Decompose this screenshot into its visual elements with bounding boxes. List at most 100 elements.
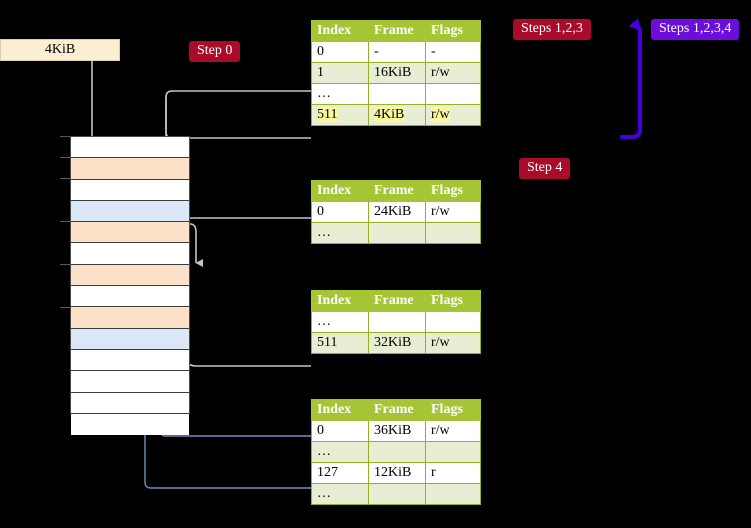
column-header-index: Index	[311, 399, 369, 421]
cell-flags	[425, 483, 481, 505]
cell-flags	[425, 222, 481, 244]
cell-index: 511	[311, 104, 369, 126]
cell-flags: r/w	[425, 201, 481, 223]
badge-step-0: Step 0	[189, 41, 241, 62]
cell-index: 0	[311, 41, 369, 63]
table-row: …	[311, 311, 481, 333]
highlighted-value: 511	[317, 107, 338, 122]
cell-flags: r	[425, 462, 481, 484]
memory-frame-row	[71, 222, 189, 244]
memory-frame-row	[71, 286, 189, 308]
memory-frame-row	[71, 349, 189, 372]
cell-frame: 12KiB	[368, 462, 426, 484]
badge-steps-123: Steps 1,2,3	[513, 19, 591, 40]
cell-frame	[368, 441, 426, 463]
column-header-flags: Flags	[425, 399, 481, 421]
memory-frame-row	[71, 179, 189, 201]
table-row: …	[311, 83, 481, 105]
memory-frame-row	[71, 413, 189, 436]
badge-step-4: Step 4	[519, 158, 571, 179]
memory-tick-4	[60, 221, 71, 222]
cell-frame: 24KiB	[368, 201, 426, 223]
cell-index: …	[311, 311, 369, 333]
cell-frame: 4KiB	[368, 104, 426, 126]
cell-index: …	[311, 222, 369, 244]
column-header-flags: Flags	[425, 180, 481, 202]
wire-violet-bracket	[620, 18, 642, 139]
memory-frame-row	[71, 307, 189, 329]
wire-table3-to-memory	[179, 309, 311, 367]
wire-memory-row5-to-row7	[189, 223, 203, 267]
column-header-frame: Frame	[368, 399, 426, 421]
cell-flags	[425, 83, 481, 105]
cell-frame: 16KiB	[368, 62, 426, 84]
memory-frame-row	[71, 392, 189, 414]
cell-index: 127	[311, 462, 369, 484]
cell-index: …	[311, 441, 369, 463]
cell-frame	[368, 83, 426, 105]
cell-frame	[368, 222, 426, 244]
cell-flags: -	[425, 41, 481, 63]
memory-tick-0	[60, 136, 71, 137]
column-header-index: Index	[311, 20, 369, 42]
physical-memory-grid	[70, 136, 190, 436]
cell-frame: -	[368, 41, 426, 63]
cell-flags: r/w	[425, 332, 481, 354]
memory-frame-row	[71, 328, 189, 350]
highlighted-value: 4KiB	[374, 107, 405, 122]
memory-tick-8	[60, 307, 71, 308]
memory-frame-row	[71, 200, 189, 223]
table-row: 511 4KiB r/w	[311, 104, 481, 126]
memory-tick-6	[60, 264, 71, 265]
column-header-index: Index	[311, 290, 369, 312]
cell-index: 0	[311, 420, 369, 442]
memory-frame-row	[71, 371, 189, 393]
column-header-frame: Frame	[368, 290, 426, 312]
highlighted-value: r/w	[431, 107, 450, 122]
memory-tick-1	[60, 157, 71, 158]
badge-steps-1234: Steps 1,2,3,4	[651, 19, 740, 40]
column-header-frame: Frame	[368, 20, 426, 42]
cell-flags: r/w	[425, 420, 481, 442]
cell-frame	[368, 483, 426, 505]
cell-flags: r/w	[425, 104, 481, 126]
cell-flags	[425, 441, 481, 463]
memory-frame-row	[71, 264, 189, 287]
table-row: …	[311, 222, 481, 244]
cell-frame	[368, 311, 426, 333]
table-row: …	[311, 483, 481, 505]
cell-frame: 32KiB	[368, 332, 426, 354]
memory-frame-row	[71, 243, 189, 265]
cell-index: …	[311, 483, 369, 505]
memory-frame-row	[71, 158, 189, 180]
cell-flags	[425, 311, 481, 333]
column-header-flags: Flags	[425, 290, 481, 312]
cell-frame: 36KiB	[368, 420, 426, 442]
cell-index: 0	[311, 201, 369, 223]
column-header-frame: Frame	[368, 180, 426, 202]
table-row: …	[311, 441, 481, 463]
table-row: 0--	[311, 41, 481, 63]
page-size-label: 4KiB	[0, 39, 120, 61]
cell-index: 1	[311, 62, 369, 84]
cell-index: 511	[311, 332, 369, 354]
memory-frame-row	[71, 137, 189, 159]
column-header-flags: Flags	[425, 20, 481, 42]
column-header-index: Index	[311, 180, 369, 202]
memory-tick-2	[60, 178, 71, 179]
cell-index: …	[311, 83, 369, 105]
